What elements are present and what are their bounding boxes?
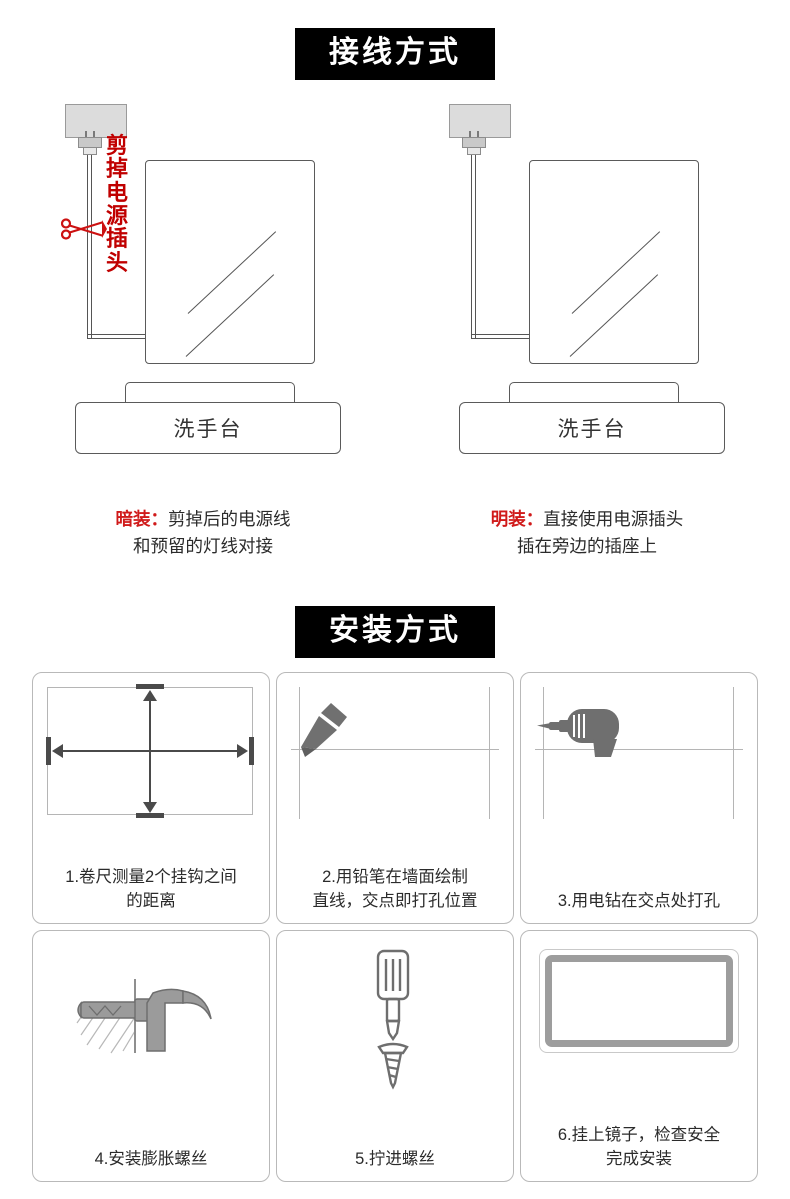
step-text-3: 3.用电钻在交点处打孔 [521, 890, 757, 923]
wiring-diagram-surface: 洗手台 [437, 98, 737, 498]
measure-end-cap-top [136, 684, 164, 690]
arrowhead-right-icon [237, 744, 248, 759]
wiring-caption-surface: 明装：直接使用电源插头 插在旁边的插座上 [437, 506, 737, 560]
step-line-1: 4.安装膨胀螺丝 [94, 1149, 208, 1168]
arrowhead-left-icon [52, 744, 63, 759]
mounted-mirror-icon [545, 955, 733, 1048]
mirror-shine-line-2 [569, 274, 659, 357]
caption-keyword: 明装： [490, 509, 544, 529]
step-line-1: 2.用铅笔在墙面绘制 [322, 868, 468, 887]
mirror-outline [529, 160, 699, 364]
plug-pin-left-icon [469, 131, 471, 140]
step-art-2 [277, 673, 513, 866]
caption-line-2: 插在旁边的插座上 [517, 536, 657, 557]
measure-end-cap-right [249, 737, 254, 766]
hammer-anchor-icon [76, 979, 212, 1054]
caption-line-2: 和预留的灯线对接 [133, 536, 273, 557]
guide-line-vertical-left [299, 687, 300, 820]
step-line-2: 直线，交点即打孔位置 [312, 891, 478, 910]
guide-line-horizontal [291, 749, 499, 751]
power-cable-vertical [471, 155, 476, 338]
caption-keyword: 暗装： [115, 509, 169, 529]
mirror-shine-line-1 [571, 231, 661, 314]
step-art-6 [521, 931, 757, 1124]
drill-icon [537, 709, 619, 758]
power-plug-icon [462, 137, 486, 148]
cut-char-1: 掉 [105, 156, 128, 182]
power-cable-horizontal [87, 334, 149, 339]
wiring-diagram-concealed: 剪 掉 电 源 插 头 [53, 98, 353, 498]
cut-plug-annotation: 剪 掉 电 源 插 头 [105, 134, 129, 274]
cut-char-4: 插 [105, 226, 128, 252]
measure-end-cap-left [46, 737, 51, 766]
measure-end-cap-bottom [136, 813, 164, 819]
install-step-card-6: 6.挂上镜子，检查安全 完成安装 [520, 930, 758, 1183]
step-line-2: 的距离 [126, 891, 176, 910]
step-line-1: 5.拧进螺丝 [355, 1149, 435, 1168]
caption-line-1: 剪掉后的电源线 [168, 509, 291, 529]
power-plug-icon [78, 137, 102, 148]
caption-line-1: 直接使用电源插头 [543, 509, 684, 529]
wiring-caption-concealed: 暗装：剪掉后的电源线 和预留的灯线对接 [53, 506, 353, 560]
power-cable-horizontal [471, 334, 533, 339]
step-line-2: 完成安装 [606, 1149, 672, 1168]
mirror-shine-line-2 [185, 274, 275, 357]
step-line-1: 1.卷尺测量2个挂钩之间 [65, 868, 237, 887]
step-text-1: 1.卷尺测量2个挂钩之间 的距离 [33, 866, 269, 923]
wiring-diagram-row: 剪 掉 电 源 插 头 [0, 98, 790, 498]
install-step-card-3: 3.用电钻在交点处打孔 [520, 672, 758, 925]
guide-line-vertical-right [489, 687, 490, 820]
arrowhead-down-icon [143, 802, 157, 814]
step-art-3 [521, 673, 757, 890]
cut-char-3: 源 [105, 202, 128, 228]
guide-line-vertical-left [543, 687, 544, 820]
plug-pin-left-icon [85, 131, 87, 140]
vanity-counter: 洗手台 [75, 402, 341, 454]
mirror-outline [145, 160, 315, 364]
cut-char-2: 电 [105, 179, 128, 205]
step-text-4: 4.安装膨胀螺丝 [33, 1148, 269, 1181]
wiring-banner-wrap: 接线方式 [0, 28, 790, 80]
wiring-caption-row: 暗装：剪掉后的电源线 和预留的灯线对接 明装：直接使用电源插头 插在旁边的插座上 [0, 506, 790, 560]
install-steps-grid: 1.卷尺测量2个挂钩之间 的距离 2.用铅笔在墙面绘制 [0, 672, 790, 1183]
step-text-6: 6.挂上镜子，检查安全 完成安装 [521, 1124, 757, 1181]
wiring-section: 接线方式 剪 掉 电 源 插 头 [0, 28, 790, 560]
scissors-icon [61, 218, 107, 240]
plug-neck-icon [83, 148, 97, 155]
mirror-shine-line-1 [187, 231, 277, 314]
plug-pin-right-icon [93, 131, 95, 140]
screwdriver-screw-icon [376, 950, 410, 1090]
vanity-counter-label: 洗手台 [557, 418, 627, 441]
install-step-card-4: 4.安装膨胀螺丝 [32, 930, 270, 1183]
ceiling-junction-box-icon [65, 104, 127, 138]
cut-char-5: 头 [105, 249, 128, 275]
install-step-card-1: 1.卷尺测量2个挂钩之间 的距离 [32, 672, 270, 925]
wiring-banner: 接线方式 [295, 28, 495, 80]
vanity-counter-label: 洗手台 [173, 418, 243, 441]
step-art-1 [33, 673, 269, 866]
pencil-icon [301, 703, 347, 758]
cut-char-0: 剪 [105, 133, 128, 158]
guide-line-horizontal [535, 749, 743, 751]
install-step-card-2: 2.用铅笔在墙面绘制 直线，交点即打孔位置 [276, 672, 514, 925]
install-section: 安装方式 1.卷尺测量2个挂钩之间 的距离 [0, 606, 790, 1183]
step-line-1: 6.挂上镜子，检查安全 [557, 1126, 721, 1145]
plug-neck-icon [467, 148, 481, 155]
step-text-5: 5.拧进螺丝 [277, 1148, 513, 1181]
step-art-4 [33, 931, 269, 1148]
power-cable-vertical [87, 155, 92, 338]
install-banner: 安装方式 [295, 606, 495, 659]
install-banner-wrap: 安装方式 [0, 606, 790, 659]
vertical-measure-line [149, 695, 151, 808]
step-line-1: 3.用电钻在交点处打孔 [557, 891, 721, 910]
step-text-2: 2.用铅笔在墙面绘制 直线，交点即打孔位置 [277, 866, 513, 923]
plug-pin-right-icon [477, 131, 479, 140]
arrowhead-up-icon [143, 690, 157, 702]
ceiling-junction-box-icon [449, 104, 511, 138]
vanity-counter: 洗手台 [459, 402, 725, 454]
step-art-5 [277, 931, 513, 1148]
guide-line-vertical-right [733, 687, 734, 820]
install-step-card-5: 5.拧进螺丝 [276, 930, 514, 1183]
